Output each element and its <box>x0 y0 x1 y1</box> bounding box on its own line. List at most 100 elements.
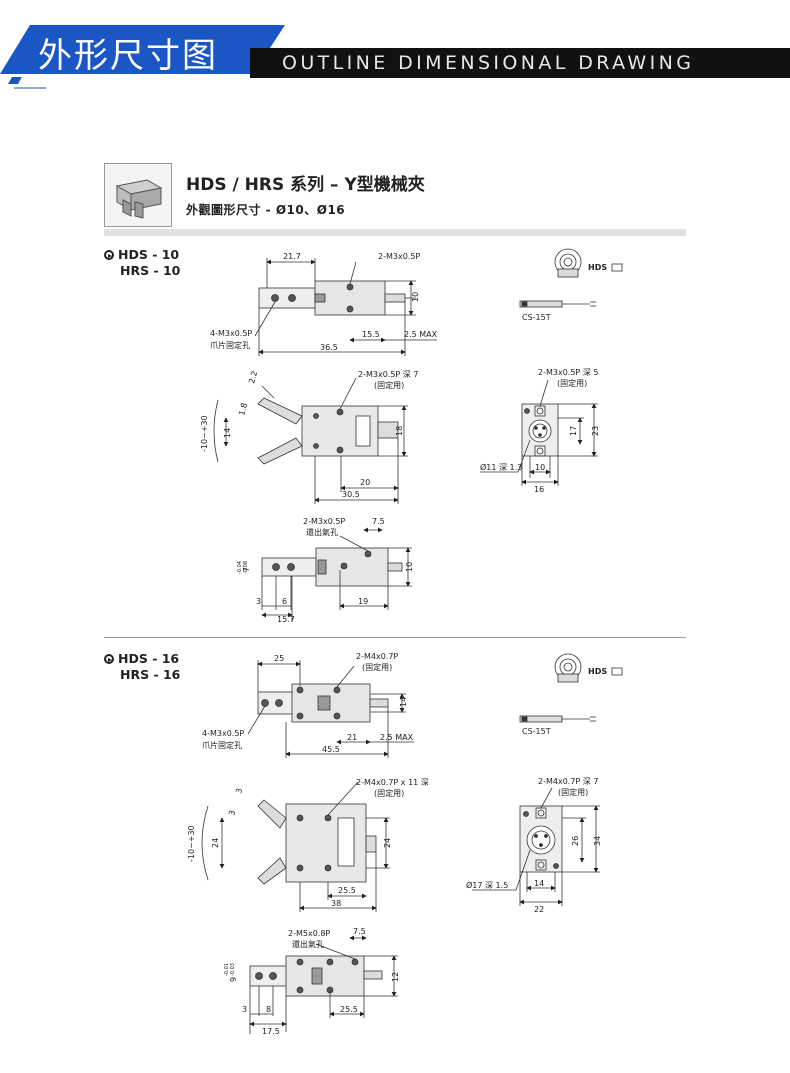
hds10-sensor-cable: CS-15T <box>522 313 551 322</box>
hds10-end-dim-e7: 16 <box>534 485 544 494</box>
hds16-sensor-model: HDS <box>588 667 607 676</box>
hds16-top-dim-offset: 21 <box>347 733 357 742</box>
hds10-side-view <box>261 527 412 622</box>
hds10-side-dim-s3: 7.5 <box>372 517 385 526</box>
hds16-open-note-thread: 2-M4x0.7P x 11 深 <box>356 778 429 787</box>
hds16-end-dim-e3: 26 <box>571 836 580 846</box>
hds10-side-dim-s7: 3 <box>256 597 261 606</box>
hds10-side-dim-s4: 7 <box>242 567 251 572</box>
hds16-sensor <box>519 653 623 723</box>
hds16-end-note-thread: 2-M4x0.7P 深 7 <box>538 777 598 786</box>
hds16-top-dim-length: 45.5 <box>322 745 340 754</box>
hds10-end-dim-e6: 10 <box>535 463 545 472</box>
banner-title-cn: 外形尺寸图 <box>38 36 218 76</box>
hds10-side-dim-tol: -0.04-0.08 <box>237 561 249 574</box>
hds16-open-dim-a1: 3 <box>234 787 244 794</box>
hds16-end-dim-e6: 14 <box>534 879 544 888</box>
hds16-side-note-thread: 2-M5x0.8P <box>288 929 330 938</box>
hds10-top-dim-width: 21.7 <box>283 252 301 261</box>
hds16-end-note-bore: Ø17 深 1.5 <box>466 880 508 890</box>
section-divider <box>104 637 686 638</box>
hds16-sensor-cable: CS-15T <box>522 727 551 736</box>
gripper-thumbnail-icon <box>115 179 163 219</box>
hds16-top-view <box>247 660 414 758</box>
hds10-side-note-port: 還出氣孔 <box>306 527 338 537</box>
hds10-top-note1: 4-M3x0.5P <box>210 329 252 338</box>
hds16-side-dim-s8: 8 <box>266 1005 271 1014</box>
hds16-top-dim-height: 14 <box>399 697 408 707</box>
hds16-side-note-port: 還出氣孔 <box>292 939 324 949</box>
hds16-top-note-fix: (固定用) <box>362 662 392 672</box>
hds10-top-dim-max: 2.5 MAX <box>404 330 438 339</box>
hds10-open-dim-a1: 2.2 <box>247 370 259 385</box>
hds16-side-dim-s4: 9 <box>229 977 238 982</box>
hds10-end-note-bore: Ø11 深 1.3 <box>480 462 522 472</box>
hds16-open-dim-a2: 3 <box>227 809 237 816</box>
banner-bar <box>250 48 790 78</box>
hds16-side-dim-s3: 7.5 <box>353 927 366 936</box>
banner-title-en: OUTLINE DIMENSIONAL DRAWING <box>282 52 695 74</box>
hds16-top-dim-thread: 2-M4x0.7P <box>356 652 398 661</box>
product-title: HDS / HRS 系列 – Y型機械夾 <box>186 175 425 195</box>
hds16-side-dim-height: 12 <box>391 972 400 982</box>
section-16-label-line1: HDS - 16 <box>118 651 180 666</box>
hds10-side-dim-height: 10 <box>405 562 414 572</box>
hds10-side-dim-s9: 19 <box>358 597 368 606</box>
hds10-side-dim-s8: 6 <box>282 597 287 606</box>
hds16-end-dim-e4: 34 <box>593 836 602 846</box>
section-10-label-line1: HDS - 10 <box>118 247 180 262</box>
product-header-rule <box>104 229 686 236</box>
hds10-end-note-fix: (固定用) <box>557 378 587 388</box>
hds10-top-note2: 爪片固定孔 <box>210 340 250 350</box>
product-subtitle: 外觀圖形尺寸 - Ø10、Ø16 <box>186 203 346 217</box>
hds10-open-dim-height: 18 <box>395 426 404 436</box>
hds16-side-dim-s10: 17.5 <box>262 1027 280 1036</box>
hds16-side-dim-tol: -0.01-0.03 <box>224 963 236 976</box>
hds10-open-view <box>213 377 408 504</box>
hds16-end-dim-e7: 22 <box>534 905 544 914</box>
banner-shape <box>0 25 285 89</box>
header-banner: 外形尺寸图 OUTLINE DIMENSIONAL DRAWING <box>0 22 790 89</box>
hds16-end-view <box>472 787 600 906</box>
hds16-top-dim-width: 25 <box>274 654 284 663</box>
section-16-label-line2: HRS - 16 <box>120 667 181 682</box>
hds10-sensor-model: HDS <box>588 263 607 272</box>
hds10-open-note-fix: (固定用) <box>374 380 404 390</box>
hds16-open-view <box>201 781 390 912</box>
hds16-end-note-fix: (固定用) <box>558 787 588 797</box>
hds16-open-dim-a4: 24 <box>211 838 220 848</box>
hds16-top-note2: 爪片固定孔 <box>202 740 242 750</box>
hds10-open-dim-a8: 20 <box>360 478 370 487</box>
hds16-side-dim-s7: 3 <box>242 1005 247 1014</box>
hds10-top-dim-offset: 15.5 <box>362 330 380 339</box>
product-thumbnail <box>104 163 172 227</box>
hds10-open-note-thread: 2-M3x0.5P 深 7 <box>358 370 418 379</box>
hds10-top-dim-length: 36.5 <box>320 343 338 352</box>
section-10-label-line2: HRS - 10 <box>120 263 181 278</box>
bullet-icon <box>104 654 114 664</box>
hds10-open-dim-angle: -10~+30 <box>200 415 209 452</box>
hds16-open-dim-height: 24 <box>383 838 392 848</box>
hds10-end-note-thread: 2-M3x0.5P 深 5 <box>538 368 598 377</box>
hds16-top-note1: 4-M3x0.5P <box>202 729 244 738</box>
hds16-side-dim-s9: 25.5 <box>340 1005 358 1014</box>
section-16-label: HDS - 16 HRS - 16 <box>104 651 180 683</box>
hds10-end-dim-e4: 23 <box>591 426 600 436</box>
hds16-open-dim-length: 38 <box>331 899 341 908</box>
hds16-open-dim-angle: -10~+30 <box>187 825 196 862</box>
hds10-top-dim-thread: 2-M3x0.5P <box>378 252 420 261</box>
hds10-sensor <box>519 248 623 308</box>
hds10-open-dim-length: 30.5 <box>342 490 360 499</box>
hds16-top-dim-max: 2.5 MAX <box>380 733 414 742</box>
hds10-side-dim-s10: 15.7 <box>277 615 295 624</box>
hds10-side-note-thread: 2-M3x0.5P <box>303 517 345 526</box>
section-10-label: HDS - 10 HRS - 10 <box>104 247 180 279</box>
hds10-open-dim-a4: 14 <box>223 428 232 438</box>
hds10-top-view <box>254 258 437 356</box>
hds10-end-dim-e3: 17 <box>569 426 578 436</box>
hds10-open-dim-a2: 1.8 <box>237 402 249 417</box>
hds16-side-view <box>249 935 398 1034</box>
bullet-icon <box>104 250 114 260</box>
